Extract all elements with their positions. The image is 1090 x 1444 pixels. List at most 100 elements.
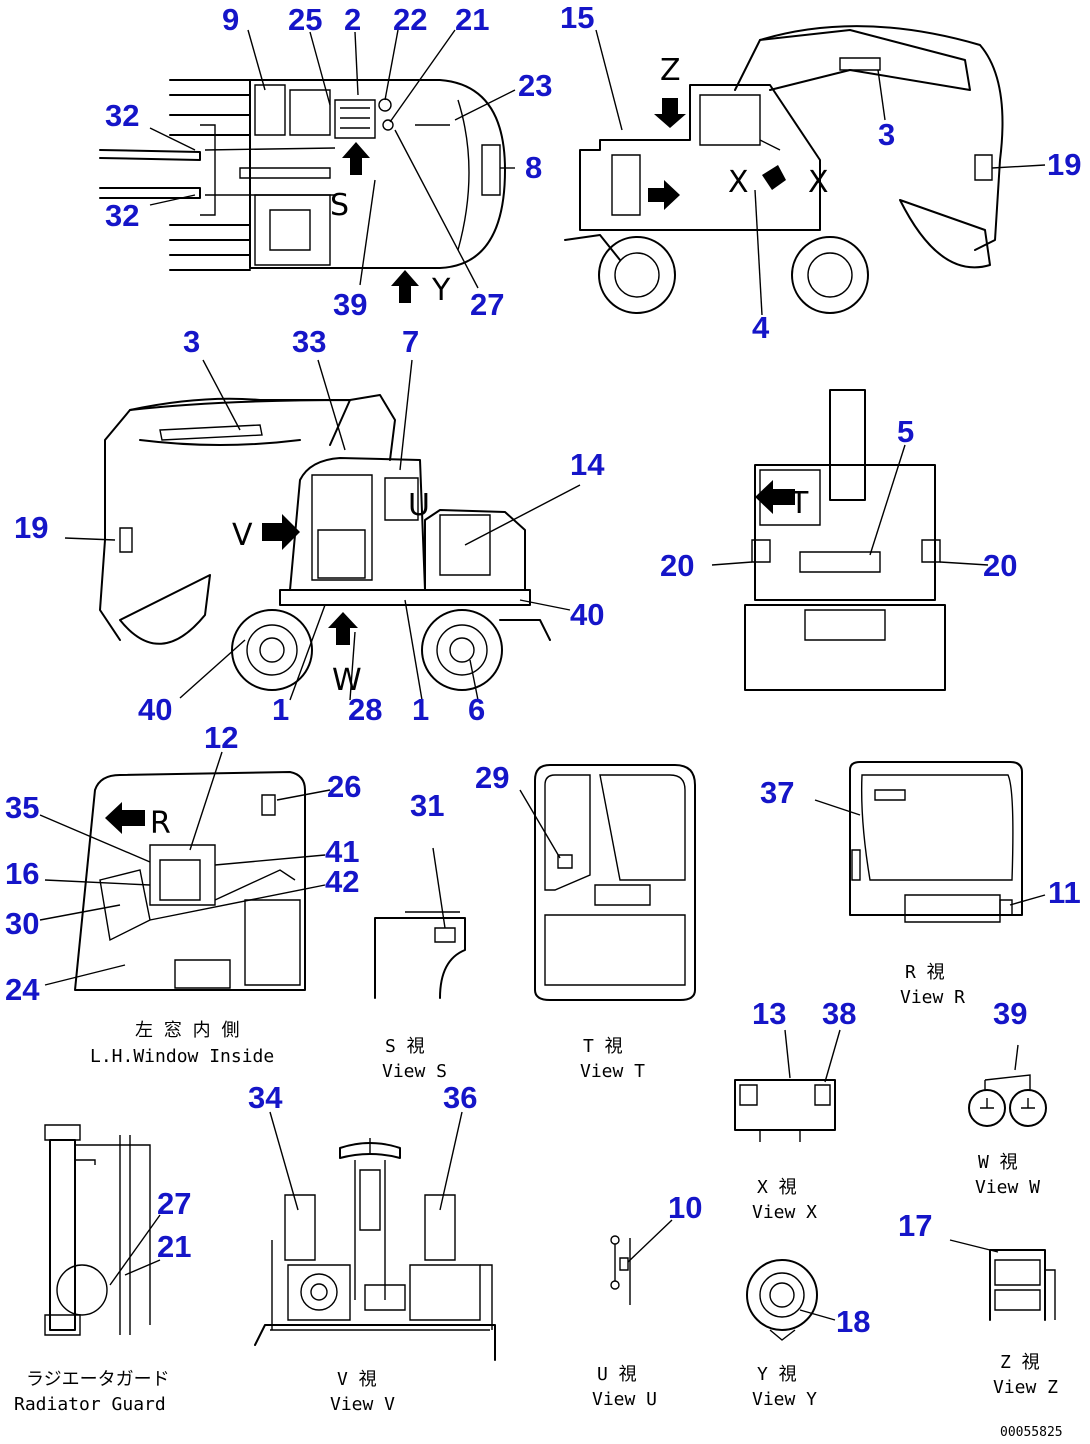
view-u-drawing xyxy=(610,1219,673,1305)
caption-view-s-en: View S xyxy=(382,1061,447,1082)
caption-view-s-jp: S 視 xyxy=(385,1036,425,1057)
callout-1: 1 xyxy=(412,692,429,727)
view-letter-z: Z xyxy=(660,53,681,88)
callout-21: 21 xyxy=(455,2,489,37)
callout-32: 32 xyxy=(105,98,139,133)
callout-33: 33 xyxy=(292,324,326,359)
callout-42: 42 xyxy=(325,864,359,899)
caption-lh-window-en: L.H.Window Inside xyxy=(90,1046,274,1067)
callout-31: 31 xyxy=(410,788,444,823)
leader-lines-window xyxy=(39,751,331,986)
lh-window-inside xyxy=(74,771,306,991)
view-letter-v: V xyxy=(232,518,253,553)
drawing-code: 00055825 xyxy=(1000,1425,1063,1440)
rear-view-machine xyxy=(744,389,946,691)
view-s-drawing xyxy=(374,847,466,999)
callout-6: 6 xyxy=(468,692,485,727)
callout-19: 19 xyxy=(1047,147,1081,182)
top-view-machine xyxy=(99,79,506,303)
callout-2: 2 xyxy=(344,2,361,37)
callout-21: 21 xyxy=(157,1229,191,1264)
caption-view-w-jp: W 視 xyxy=(978,1152,1018,1173)
callout-8: 8 xyxy=(525,150,542,185)
callout-40: 40 xyxy=(570,597,604,632)
view-letter-t: T xyxy=(789,486,809,521)
callout-28: 28 xyxy=(348,692,382,727)
callout-32: 32 xyxy=(105,198,139,233)
caption-lh-window-jp: 左 窓 内 側 xyxy=(135,1020,240,1041)
callout-26: 26 xyxy=(327,769,361,804)
callout-39: 39 xyxy=(333,287,367,322)
callout-27: 27 xyxy=(157,1186,191,1221)
caption-view-v-jp: V 視 xyxy=(337,1369,377,1390)
caption-radiator-en: Radiator Guard xyxy=(14,1394,166,1415)
caption-view-y-en: View Y xyxy=(752,1389,817,1410)
view-v-drawing xyxy=(254,1111,496,1361)
callout-12: 12 xyxy=(204,720,238,755)
view-letter-x: X xyxy=(728,165,749,200)
callout-22: 22 xyxy=(393,2,427,37)
caption-view-t-en: View T xyxy=(580,1061,645,1082)
caption-view-x-en: View X xyxy=(752,1202,817,1223)
callout-25: 25 xyxy=(288,2,322,37)
callout-5: 5 xyxy=(897,414,914,449)
callout-36: 36 xyxy=(443,1080,477,1115)
view-x-drawing xyxy=(734,1029,841,1142)
caption-view-r-en: View R xyxy=(900,987,965,1008)
caption-view-y-jp: Y 視 xyxy=(757,1364,797,1385)
caption-view-u-jp: U 視 xyxy=(597,1364,637,1385)
caption-view-x-jp: X 視 xyxy=(757,1177,797,1198)
callout-3: 3 xyxy=(878,117,895,152)
caption-radiator-jp: ラジエータガード xyxy=(26,1369,170,1390)
callout-19: 19 xyxy=(14,510,48,545)
view-y-drawing xyxy=(746,1259,836,1341)
leader-lines-side-right xyxy=(595,29,1046,316)
callout-13: 13 xyxy=(752,996,786,1031)
callout-29: 29 xyxy=(475,760,509,795)
callout-16: 16 xyxy=(5,856,39,891)
radiator-guard-drawing xyxy=(44,1124,161,1336)
callout-4: 4 xyxy=(752,310,770,345)
caption-view-w-en: View W xyxy=(975,1177,1040,1198)
callout-24: 24 xyxy=(5,972,40,1007)
callout-41: 41 xyxy=(325,834,359,869)
callout-34: 34 xyxy=(248,1080,283,1115)
callout-20: 20 xyxy=(983,548,1017,583)
view-w-drawing xyxy=(968,1044,1047,1127)
callout-23: 23 xyxy=(518,68,552,103)
callout-14: 14 xyxy=(570,447,605,482)
callout-15: 15 xyxy=(560,0,594,35)
callout-3: 3 xyxy=(183,324,200,359)
callout-27: 27 xyxy=(470,287,504,322)
callout-10: 10 xyxy=(668,1190,702,1225)
leader-lines-top-view xyxy=(149,29,516,289)
caption-view-v-en: View V xyxy=(330,1394,395,1415)
view-letter-s: S xyxy=(330,188,349,223)
view-letter-w: W xyxy=(332,663,362,698)
view-t-door xyxy=(519,764,696,1001)
callout-17: 17 xyxy=(898,1208,932,1243)
callout-7: 7 xyxy=(402,324,419,359)
view-letter-x: X xyxy=(808,165,829,200)
callout-18: 18 xyxy=(836,1304,870,1339)
callout-11: 11 xyxy=(1048,875,1081,910)
leader-lines-side-left xyxy=(64,359,581,701)
view-letter-y: Y xyxy=(431,273,451,308)
caption-view-u-en: View U xyxy=(592,1389,657,1410)
side-view-left-machine xyxy=(99,394,551,691)
view-r-drawing xyxy=(814,761,1046,923)
callout-37: 37 xyxy=(760,775,794,810)
callout-40: 40 xyxy=(138,692,172,727)
side-view-right-machine xyxy=(564,25,1004,314)
view-z-drawing xyxy=(949,1239,1056,1321)
callout-38: 38 xyxy=(822,996,856,1031)
view-letter-r: R xyxy=(150,806,171,841)
callout-30: 30 xyxy=(5,906,39,941)
callout-20: 20 xyxy=(660,548,694,583)
caption-view-z-jp: Z 視 xyxy=(1000,1352,1040,1373)
caption-view-t-jp: T 視 xyxy=(583,1036,623,1057)
view-letter-u: U xyxy=(408,488,430,523)
callout-1: 1 xyxy=(272,692,289,727)
caption-view-z-en: View Z xyxy=(993,1377,1058,1398)
